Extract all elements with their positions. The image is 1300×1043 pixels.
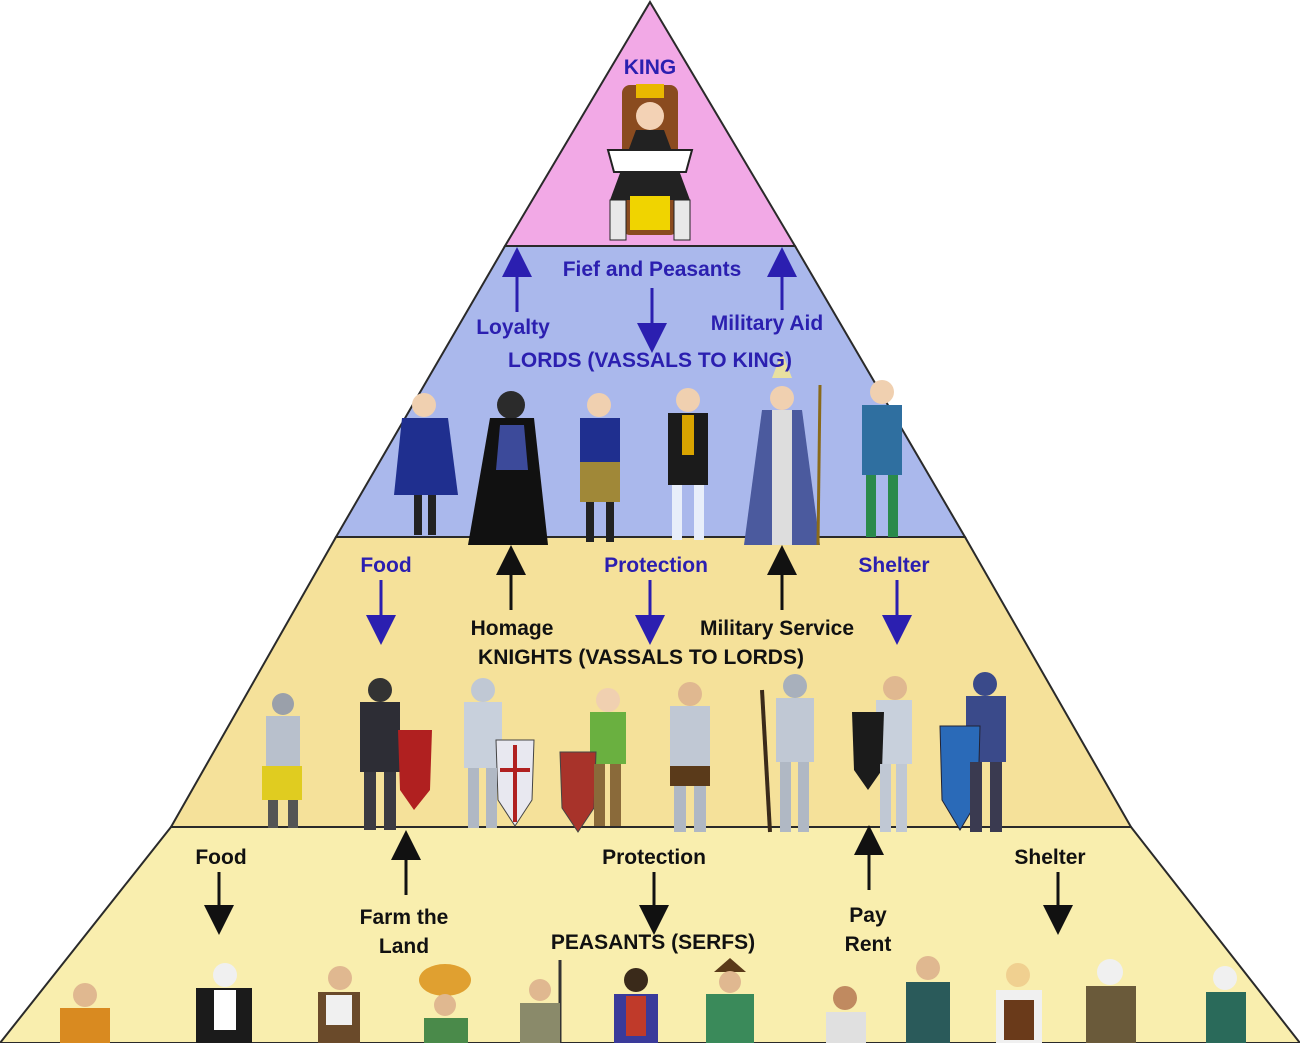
tier-peasants bbox=[0, 826, 1300, 1043]
knights-shelter-label: Shelter bbox=[858, 554, 930, 577]
fief-and-peasants-label: Fief and Peasants bbox=[562, 258, 742, 281]
lords-figures bbox=[394, 352, 902, 546]
peasant-9-figure bbox=[906, 956, 950, 1043]
bishop-mitre-figure bbox=[744, 352, 822, 546]
knights-title: KNIGHTS (VASSALS TO LORDS) bbox=[478, 646, 804, 669]
homage-label: Homage bbox=[470, 617, 554, 640]
knight-standing-figure bbox=[670, 682, 710, 832]
king-figure bbox=[606, 84, 694, 241]
noble-blue-robe-figure bbox=[394, 393, 458, 535]
peasants-shelter-label: Shelter bbox=[1014, 846, 1086, 869]
peasants-food-label: Food bbox=[195, 846, 247, 869]
peasant-3-figure bbox=[318, 966, 360, 1043]
peasant-1-figure bbox=[60, 983, 110, 1043]
knight-cross-shield-figure bbox=[464, 678, 535, 828]
noble-teal-tunic-figure bbox=[862, 380, 902, 537]
knights-figures bbox=[262, 672, 1006, 833]
loyalty-label: Loyalty bbox=[476, 316, 550, 339]
peasant-10-figure bbox=[996, 963, 1042, 1043]
knight-blue-shield-figure bbox=[939, 672, 1006, 832]
military-service-label: Military Service bbox=[699, 617, 855, 640]
peasant-11-figure bbox=[1086, 959, 1136, 1043]
pay-rent-line2: Rent bbox=[844, 933, 892, 956]
noble-black-doublet-figure bbox=[668, 388, 708, 540]
peasants-title: PEASANTS (SERFS) bbox=[550, 931, 756, 954]
peasant-2-figure bbox=[196, 963, 252, 1043]
knight-black-armor-figure bbox=[360, 678, 432, 830]
lords-title: LORDS (VASSALS TO KING) bbox=[508, 349, 792, 372]
peasants-protection-label: Protection bbox=[602, 846, 706, 869]
monk-black-robe-figure bbox=[468, 391, 548, 545]
pay-rent-line1: Pay bbox=[849, 904, 887, 927]
military-aid-label: Military Aid bbox=[710, 312, 824, 335]
peasant-5-figure bbox=[520, 960, 562, 1043]
pay-rent-label: Pay Rent bbox=[845, 901, 892, 959]
knights-protection-label: Protection bbox=[604, 554, 708, 577]
peasant-6-figure bbox=[614, 968, 658, 1043]
noble-blue-tunic-figure bbox=[580, 393, 620, 542]
knights-food-label: Food bbox=[360, 554, 412, 577]
knight-pointing-figure bbox=[262, 693, 302, 828]
farm-the-land-label: Farm the Land bbox=[360, 903, 449, 961]
peasant-7-figure bbox=[706, 958, 754, 1043]
peasant-12-figure bbox=[1206, 966, 1246, 1043]
knight-green-shield-figure bbox=[559, 688, 626, 833]
farm-the-land-line2: Land bbox=[378, 935, 430, 958]
king-title: KING bbox=[623, 56, 677, 79]
farm-the-land-line1: Farm the bbox=[359, 906, 449, 929]
knight-sword-figure bbox=[852, 676, 912, 832]
peasant-4-figure bbox=[419, 964, 471, 1043]
knight-spear-figure bbox=[760, 674, 814, 833]
peasants-figures bbox=[60, 956, 1246, 1043]
peasant-8-figure bbox=[826, 986, 866, 1043]
